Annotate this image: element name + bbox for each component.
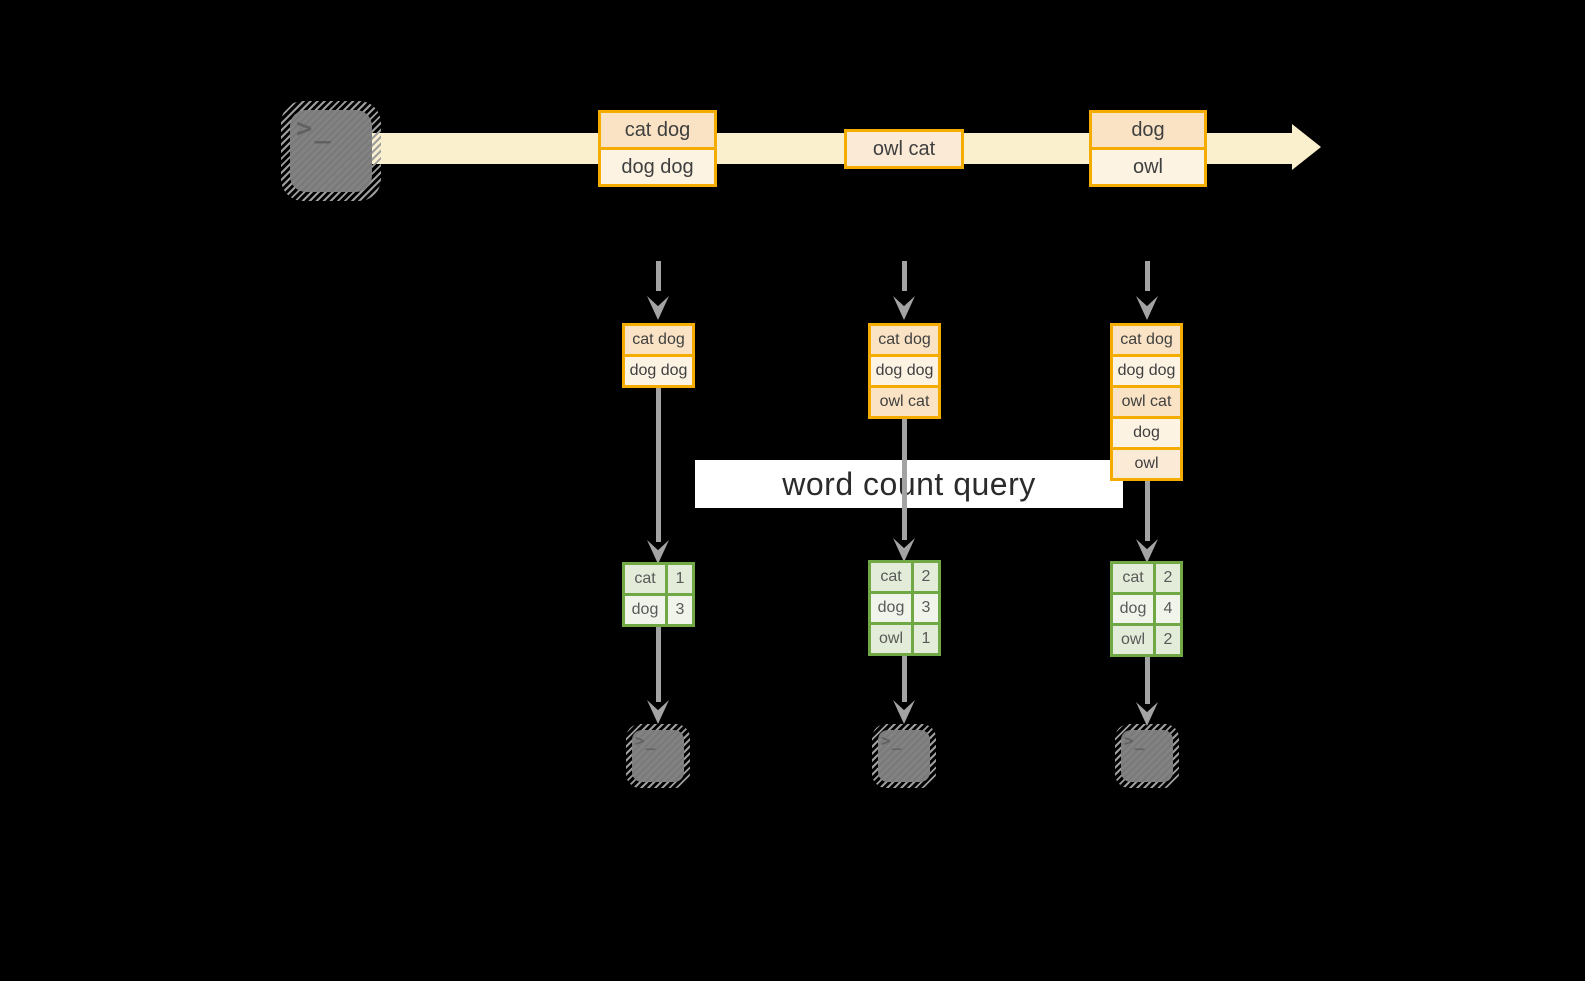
query-banner-label: word count query (782, 465, 1036, 502)
word-cell: dog (1119, 600, 1147, 617)
word-cell: cat (1122, 569, 1144, 586)
event-text: owl (1132, 155, 1163, 178)
state-row: dog dog (625, 354, 692, 385)
count-table-2: cat 2 dog 3 owl 1 (868, 560, 941, 656)
word-cell: dog (877, 599, 905, 616)
dashed-arrow-line-3 (1144, 261, 1150, 291)
state-row: dog (1113, 416, 1180, 447)
dashed-arrowhead-icon-1 (647, 296, 669, 320)
word-cell: owl (1120, 631, 1145, 648)
word-cell: cat (634, 570, 656, 587)
dashed-arrow-line-2 (901, 261, 907, 291)
consumer-terminal-icon-3: >_ (1115, 724, 1179, 788)
output-arrow-line-3 (1144, 657, 1150, 704)
state-box-2: cat dog dog dog owl cat (868, 323, 941, 419)
state-text: cat dog (632, 331, 685, 348)
state-text: dog dog (1117, 362, 1176, 379)
terminal-prompt-icon: >_ (881, 731, 903, 750)
state-text: dog dog (875, 362, 934, 379)
producer-terminal-icon: >_ (281, 101, 381, 201)
count-table-1: cat 1 dog 3 (622, 562, 695, 627)
output-arrow-line-2 (901, 656, 907, 702)
query-arrow-line-3 (1144, 480, 1150, 541)
stream-event-row: dog dog (601, 147, 714, 184)
table-row: owl 1 (871, 622, 938, 653)
query-arrow-line-1 (655, 386, 661, 542)
dashed-arrowhead-icon-3 (1136, 296, 1158, 320)
word-cell: dog (631, 601, 659, 618)
state-row: owl cat (871, 385, 938, 416)
table-row: cat 2 (871, 563, 938, 591)
stream-event-box-3: dog owl (1089, 110, 1207, 187)
output-arrowhead-icon-1 (647, 700, 669, 724)
state-row: cat dog (1113, 326, 1180, 354)
table-row: dog 3 (871, 591, 938, 622)
table-row: cat 1 (625, 565, 692, 593)
consumer-terminal-icon-2: >_ (872, 724, 936, 788)
terminal-screen (290, 110, 372, 192)
event-text: dog (1131, 118, 1165, 141)
state-text: cat dog (878, 331, 931, 348)
event-text: owl cat (872, 137, 936, 160)
stream-event-row: dog (1092, 113, 1204, 147)
state-row: cat dog (625, 326, 692, 354)
stream-event-box-2: owl cat (844, 129, 964, 169)
terminal-prompt-icon: >_ (296, 113, 333, 144)
count-cell: 4 (1153, 595, 1180, 623)
table-row: owl 2 (1113, 623, 1180, 654)
state-row: owl cat (1113, 385, 1180, 416)
state-row: cat dog (871, 326, 938, 354)
word-cell: owl (878, 630, 903, 647)
terminal-screen (878, 730, 930, 782)
state-row: owl (1113, 447, 1180, 478)
output-arrow-line-1 (655, 627, 661, 702)
state-text: cat dog (1120, 331, 1173, 348)
dashed-arrow-line-1 (655, 261, 661, 291)
terminal-screen (1121, 730, 1173, 782)
count-cell: 1 (911, 625, 938, 653)
table-row: dog 3 (625, 593, 692, 624)
count-cell: 2 (1153, 626, 1180, 654)
query-banner: word count query (695, 460, 1123, 508)
state-box-3: cat dog dog dog owl cat dog owl (1110, 323, 1183, 481)
stream-event-box-1: cat dog dog dog (598, 110, 717, 187)
table-row: cat 2 (1113, 564, 1180, 592)
state-text: dog (1133, 424, 1160, 441)
count-cell: 3 (911, 594, 938, 622)
state-text: dog dog (629, 362, 688, 379)
event-text: dog dog (621, 155, 694, 178)
count-cell: 3 (665, 596, 692, 624)
consumer-terminal-icon-1: >_ (626, 724, 690, 788)
state-row: dog dog (871, 354, 938, 385)
table-row: dog 4 (1113, 592, 1180, 623)
stream-event-row: owl cat (847, 132, 961, 166)
stream-event-row: owl (1092, 147, 1204, 184)
query-arrowhead-icon-2 (893, 538, 915, 562)
output-arrowhead-icon-3 (1136, 702, 1158, 726)
terminal-prompt-icon: >_ (1124, 731, 1146, 750)
output-arrowhead-icon-2 (893, 700, 915, 724)
count-table-3: cat 2 dog 4 owl 2 (1110, 561, 1183, 657)
count-cell: 2 (911, 563, 938, 591)
word-cell: cat (880, 568, 902, 585)
dashed-arrowhead-icon-2 (893, 296, 915, 320)
query-arrow-line-2 (901, 417, 907, 540)
query-arrowhead-icon-1 (647, 540, 669, 564)
state-text: owl cat (1121, 393, 1172, 410)
stream-event-row: cat dog (601, 113, 714, 147)
count-cell: 2 (1153, 564, 1180, 592)
state-text: owl cat (879, 393, 930, 410)
state-text: owl (1134, 455, 1159, 472)
terminal-screen (632, 730, 684, 782)
stream-timeline-arrowhead-icon (1292, 124, 1321, 170)
event-text: cat dog (624, 118, 691, 141)
state-row: dog dog (1113, 354, 1180, 385)
query-arrowhead-icon-3 (1136, 539, 1158, 563)
count-cell: 1 (665, 565, 692, 593)
terminal-prompt-icon: >_ (635, 731, 657, 750)
state-box-1: cat dog dog dog (622, 323, 695, 388)
